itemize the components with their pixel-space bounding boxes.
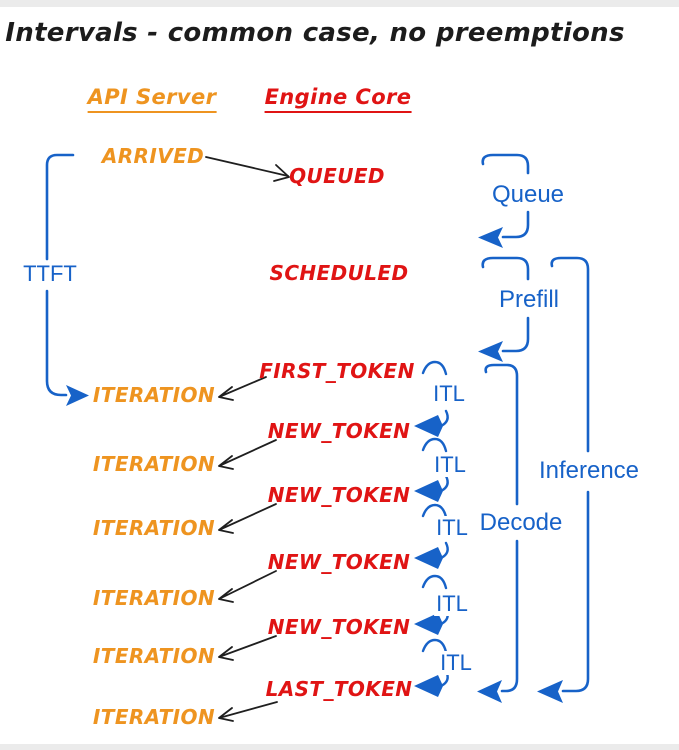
event-first-token: FIRST_TOKEN	[259, 359, 415, 383]
itl-1-marks	[414, 360, 449, 437]
arrow-new-token1-to-iteration	[218, 439, 277, 470]
arrow-last-token-to-iteration	[218, 701, 278, 722]
event-iteration-4: ITERATION	[92, 586, 216, 610]
queue-bracket	[478, 153, 530, 248]
column-header-engine-core: Engine Core	[264, 87, 412, 113]
column-header-api-server: API Server	[87, 87, 217, 113]
diagram-title: Intervals - common case, no preemptions	[5, 18, 625, 48]
decode-bracket	[477, 363, 519, 703]
event-iteration-6: ITERATION	[92, 705, 216, 729]
ttft-bracket	[45, 153, 89, 406]
inference-bracket	[537, 256, 590, 703]
arrow-new-token3-to-iteration	[218, 570, 277, 603]
interval-label-decode: Decode	[477, 509, 565, 536]
event-iteration-3: ITERATION	[92, 516, 216, 540]
event-new-token-2: NEW_TOKEN	[267, 483, 411, 507]
event-new-token-1: NEW_TOKEN	[267, 419, 411, 443]
page-edge-bottom	[0, 744, 679, 750]
interval-label-itl-3: ITL	[434, 515, 470, 540]
interval-label-itl-1: ITL	[431, 381, 467, 406]
event-iteration-5: ITERATION	[92, 644, 216, 668]
arrow-new-token4-to-iteration	[218, 635, 277, 661]
event-scheduled: SCHEDULED	[269, 261, 409, 285]
interval-label-queue: Queue	[489, 181, 567, 208]
arrow-new-token2-to-iteration	[218, 503, 277, 534]
itl-2-marks	[414, 437, 449, 502]
event-iteration-1: ITERATION	[92, 383, 216, 407]
arrow-arrived-to-queued	[205, 156, 290, 182]
event-new-token-3: NEW_TOKEN	[267, 550, 411, 574]
prefill-bracket	[478, 256, 530, 362]
interval-label-itl-4: ITL	[434, 591, 470, 616]
itl-3-marks	[414, 503, 449, 569]
interval-label-itl-5: ITL	[438, 650, 474, 675]
interval-label-itl-2: ITL	[432, 452, 468, 477]
page-edge-top	[0, 0, 679, 7]
event-arrived: ARRIVED	[101, 144, 205, 168]
event-iteration-2: ITERATION	[92, 452, 216, 476]
interval-label-ttft: TTFT	[21, 261, 79, 286]
event-queued: QUEUED	[289, 164, 385, 188]
event-new-token-4: NEW_TOKEN	[267, 615, 411, 639]
event-last-token: LAST_TOKEN	[265, 677, 413, 701]
interval-label-inference: Inference	[536, 457, 642, 484]
arrow-first-token-to-iteration	[218, 376, 267, 401]
interval-label-prefill: Prefill	[496, 286, 562, 313]
